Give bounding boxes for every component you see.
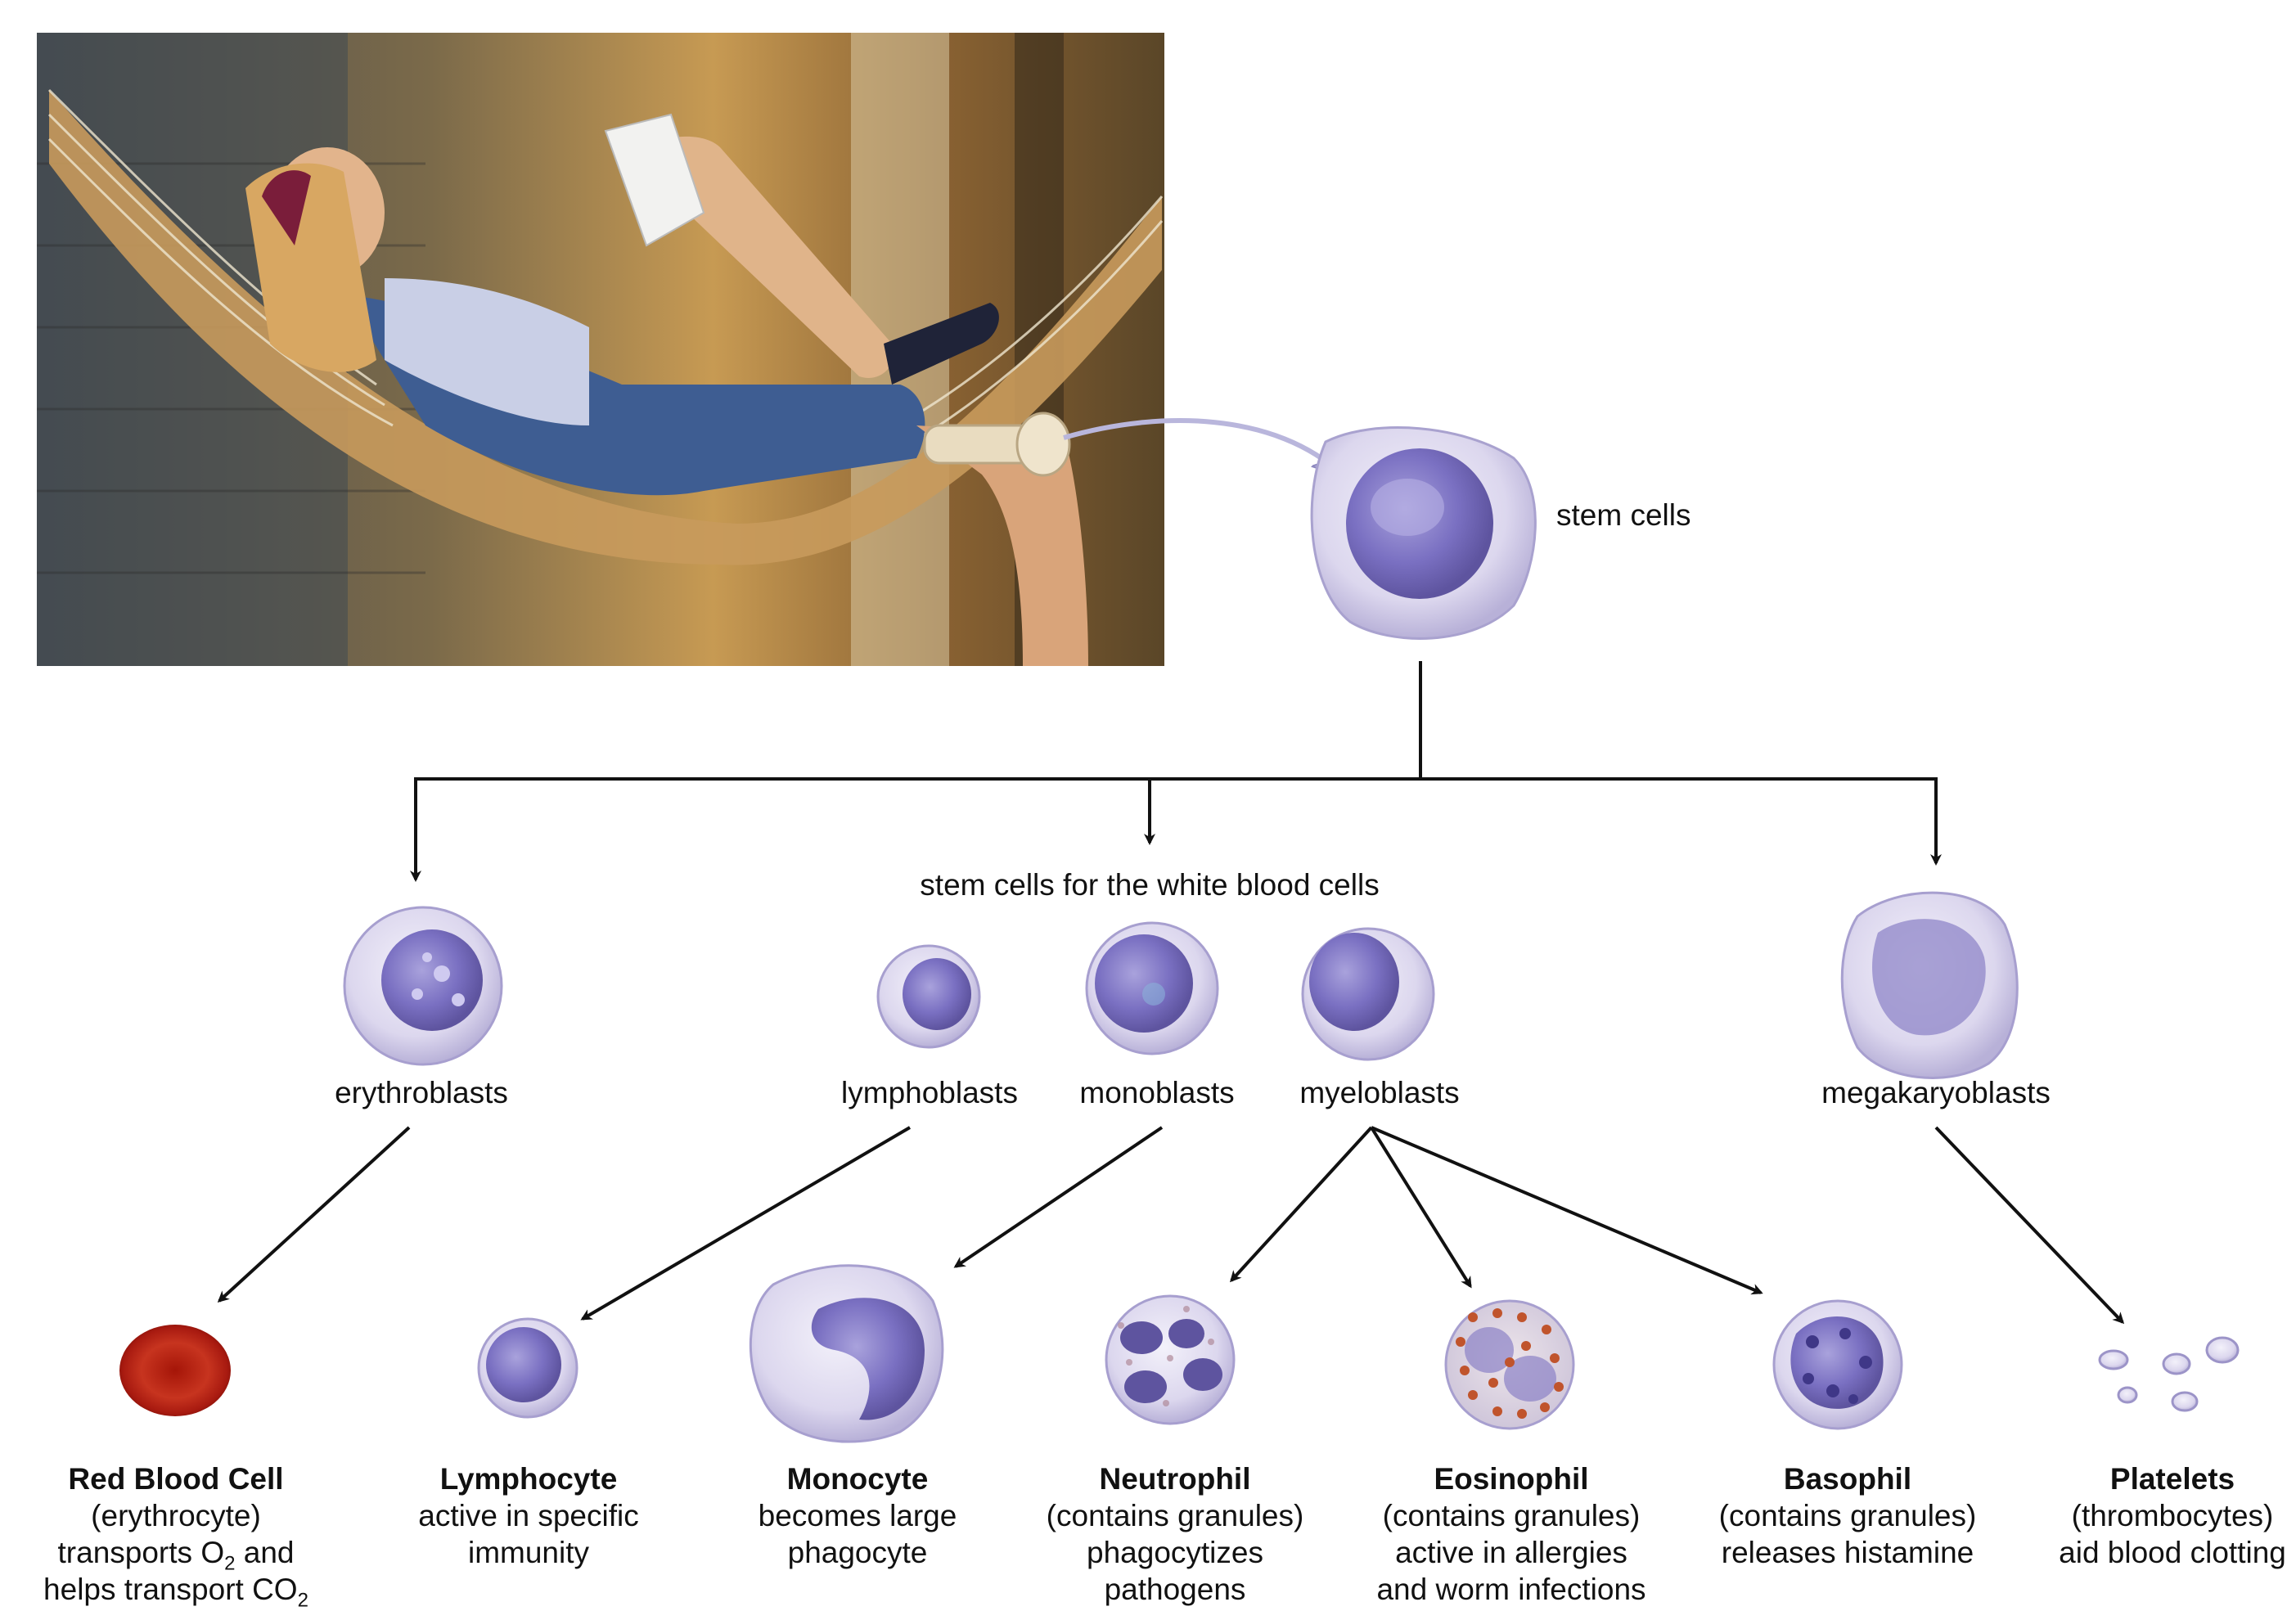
platelets-line1: (thrombocytes) <box>2071 1499 2274 1532</box>
platelets-line2: aid blood clotting <box>2059 1536 2286 1569</box>
monoblasts-label: monoblasts <box>1079 1076 1235 1109</box>
lymphocyte-line2: immunity <box>467 1536 590 1569</box>
lymphocyte-illustration <box>477 1317 579 1419</box>
red-blood-cell-illustration <box>119 1325 231 1416</box>
red-blood-cell-description: Red Blood Cell (erythrocyte) transports … <box>43 1460 308 1611</box>
eosinophil-description: Eosinophil (contains granules) active in… <box>1376 1460 1645 1608</box>
bone-to-stem-arrow <box>1063 418 1342 475</box>
red-blood-cell-line2: transports O2 and <box>57 1536 295 1575</box>
platelets-illustration <box>2098 1336 2240 1412</box>
basophil-illustration <box>1772 1299 1903 1430</box>
monocyte-description: Monocyte becomes large phagocyte <box>759 1460 957 1571</box>
hammock-photo <box>37 33 1164 666</box>
basophil-line2: releases histamine <box>1721 1536 1974 1569</box>
basophil-name: Basophil <box>1783 1462 1912 1496</box>
platelets-name: Platelets <box>2109 1462 2235 1496</box>
stem-cells-label: stem cells <box>1556 498 1691 532</box>
eosinophil-line2: active in allergies <box>1395 1536 1627 1569</box>
lymphocyte-line1: active in specific <box>418 1499 639 1532</box>
monocyte-illustration <box>749 1264 944 1443</box>
platelets-description: Platelets (thrombocytes) aid blood clott… <box>2059 1460 2286 1571</box>
monocyte-line1: becomes large <box>758 1499 957 1532</box>
basophil-line1: (contains granules) <box>1718 1499 1977 1532</box>
megakaryoblast-illustration <box>1840 891 2019 1079</box>
monoblast-illustration <box>1085 921 1219 1055</box>
lymphoblasts-label: lymphoblasts <box>841 1076 1018 1109</box>
basophil-description: Basophil (contains granules) releases hi… <box>1719 1460 1977 1571</box>
maturation-arrows <box>217 1126 2125 1325</box>
red-blood-cell-line3: helps transport CO2 <box>43 1573 308 1611</box>
neutrophil-line3: pathogens <box>1104 1573 1246 1606</box>
eosinophil-illustration <box>1444 1299 1575 1430</box>
eosinophil-line3: and worm infections <box>1376 1573 1646 1606</box>
lymphocyte-description: Lymphocyte active in specific immunity <box>418 1460 638 1571</box>
neutrophil-name: Neutrophil <box>1099 1462 1251 1496</box>
eosinophil-line1: (contains granules) <box>1382 1499 1641 1532</box>
red-blood-cell-name: Red Blood Cell <box>68 1462 284 1496</box>
neutrophil-description: Neutrophil (contains granules) phagocyti… <box>1047 1460 1304 1608</box>
megakaryoblasts-label: megakaryoblasts <box>1821 1076 2051 1109</box>
lymphoblast-illustration <box>876 944 981 1049</box>
neutrophil-illustration <box>1105 1294 1236 1425</box>
eosinophil-name: Eosinophil <box>1434 1462 1589 1496</box>
erythroblasts-label: erythroblasts <box>335 1076 508 1109</box>
neutrophil-line1: (contains granules) <box>1046 1499 1304 1532</box>
branch-lines <box>410 661 1942 882</box>
myeloblasts-label: myeloblasts <box>1299 1076 1460 1109</box>
erythroblast-illustration <box>343 906 503 1066</box>
wbc-stem-cells-label: stem cells for the white blood cells <box>920 868 1380 902</box>
lymphocyte-name: Lymphocyte <box>439 1462 618 1496</box>
myeloblast-illustration <box>1301 927 1435 1061</box>
neutrophil-line2: phagocytizes <box>1087 1536 1263 1569</box>
monocyte-line2: phagocyte <box>787 1536 928 1569</box>
stem-cell-illustration <box>1310 426 1537 640</box>
red-blood-cell-line1: (erythrocyte) <box>91 1499 261 1532</box>
monocyte-name: Monocyte <box>786 1462 929 1496</box>
